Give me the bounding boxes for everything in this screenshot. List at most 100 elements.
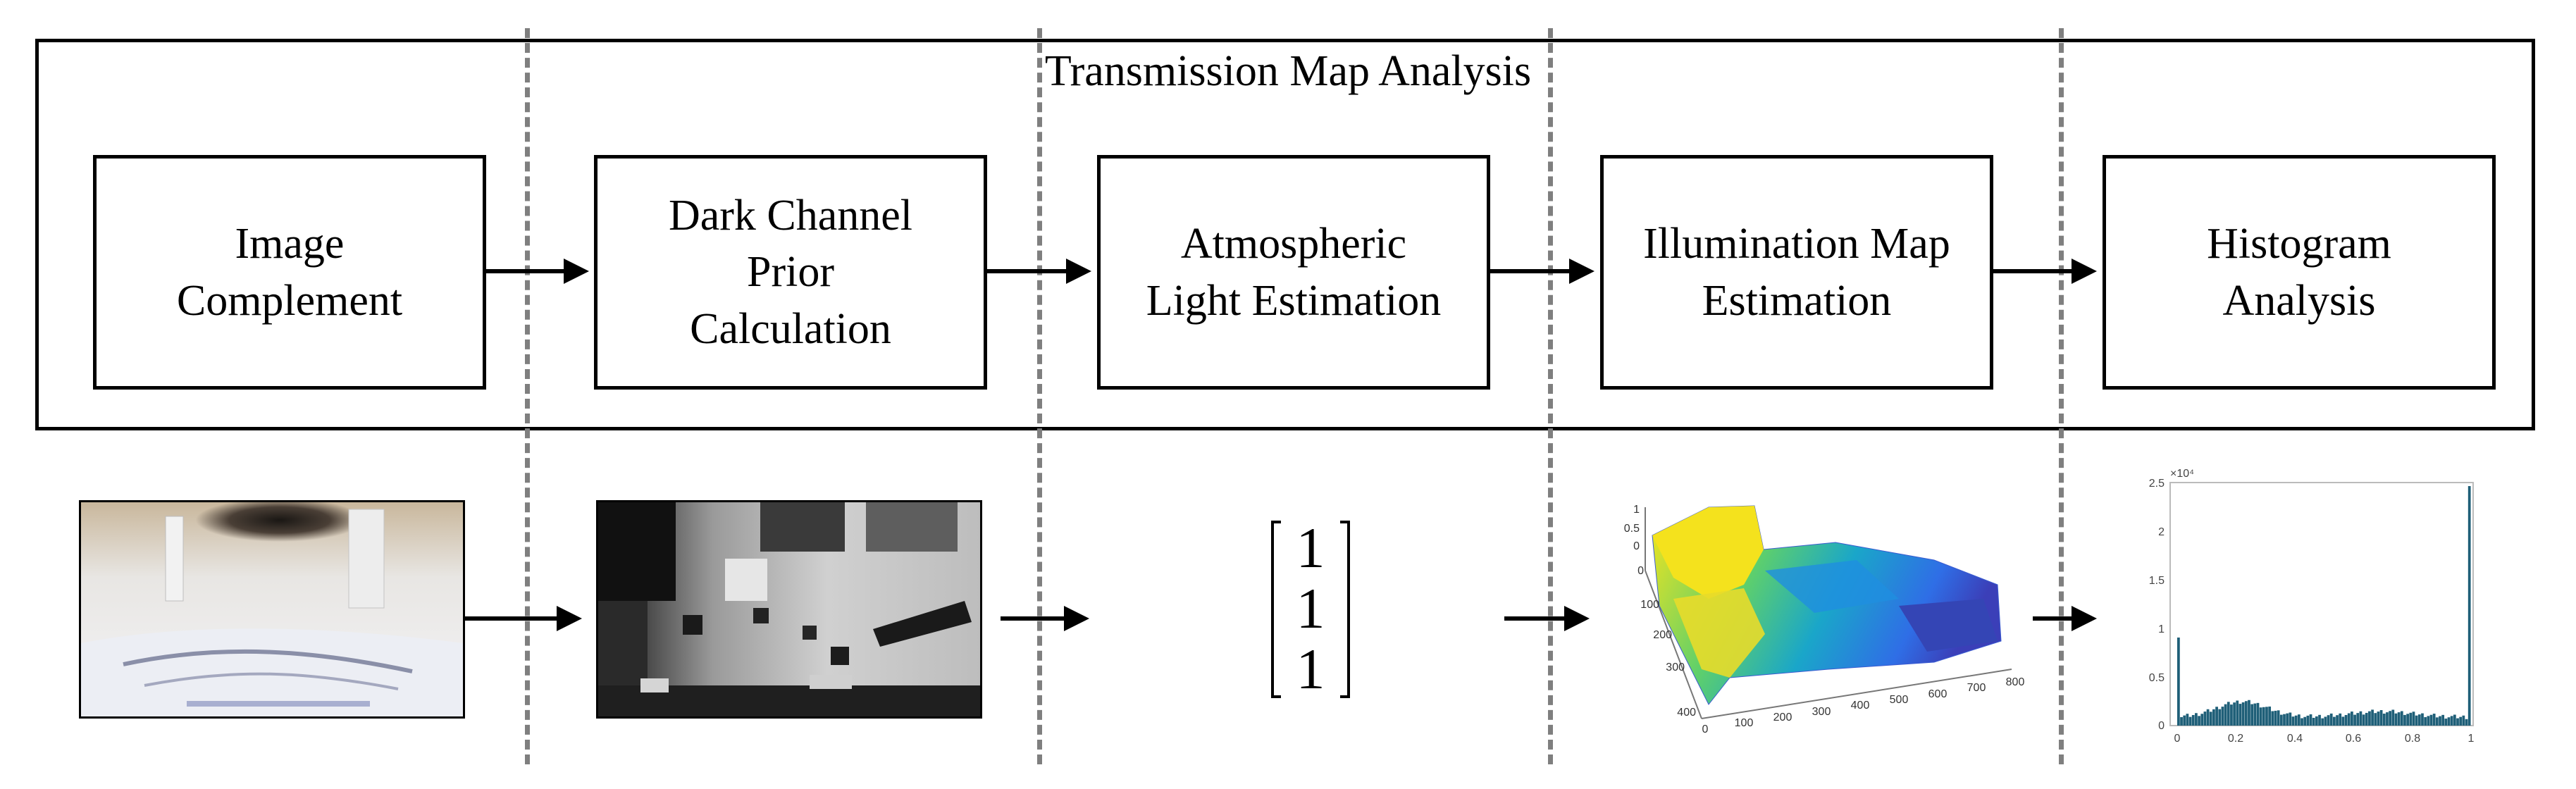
histogram-bar bbox=[2268, 706, 2272, 726]
x-tick: 0.4 bbox=[2287, 733, 2303, 745]
histogram-bar bbox=[2456, 718, 2459, 726]
histogram-bar bbox=[2424, 717, 2427, 726]
histogram-bar bbox=[2230, 704, 2233, 726]
x-tick: 700 bbox=[1967, 682, 1986, 694]
histogram-bar bbox=[2374, 713, 2377, 726]
histogram-bar bbox=[2221, 707, 2224, 726]
histogram-bar bbox=[2394, 713, 2398, 726]
histogram-bar bbox=[2382, 714, 2386, 726]
histogram-bar bbox=[2256, 702, 2260, 726]
histogram-bar bbox=[2312, 717, 2315, 726]
histogram-bar bbox=[2368, 711, 2371, 726]
x-tick: 600 bbox=[1928, 688, 1948, 700]
x-tick: 0 bbox=[2174, 733, 2181, 745]
histogram-bar bbox=[2262, 707, 2265, 726]
histogram-bar bbox=[2406, 714, 2410, 726]
histogram-bar bbox=[2351, 712, 2353, 726]
stage-divider bbox=[1037, 28, 1042, 764]
histogram-bar bbox=[2318, 714, 2321, 726]
histogram-bar bbox=[2339, 713, 2342, 726]
histogram-bar bbox=[2459, 716, 2463, 726]
histogram-bar bbox=[2303, 716, 2307, 726]
histogram-bar bbox=[2224, 704, 2227, 726]
y-tick: 300 bbox=[1666, 661, 1685, 673]
histogram-bar bbox=[2362, 714, 2365, 726]
histogram-bar bbox=[2212, 709, 2215, 726]
histogram-bar bbox=[2453, 714, 2456, 726]
y-tick: 400 bbox=[1677, 707, 1696, 719]
y-tick: 100 bbox=[1640, 599, 1659, 611]
histogram-bar bbox=[2409, 712, 2413, 726]
frame-title: Transmission Map Analysis bbox=[1044, 47, 1532, 95]
histogram-bar bbox=[2227, 702, 2230, 726]
x-tick: 500 bbox=[1890, 694, 1909, 706]
x-tick: 0.6 bbox=[2346, 733, 2361, 745]
histogram-bar bbox=[2450, 716, 2453, 726]
y-tick: 2.5 bbox=[2149, 478, 2165, 490]
histogram-bar bbox=[2188, 716, 2192, 726]
histogram-bar bbox=[2377, 712, 2380, 726]
histogram-bar bbox=[2236, 700, 2239, 726]
step-label: Dark Channel Prior Calculation bbox=[668, 191, 913, 353]
histogram-bar bbox=[2301, 718, 2303, 726]
histogram-bar bbox=[2279, 714, 2283, 726]
histogram-bar bbox=[2286, 713, 2289, 726]
histogram-bar bbox=[2462, 715, 2465, 726]
vector-entry: 1 bbox=[1296, 637, 1325, 701]
histogram-bar bbox=[2347, 713, 2351, 726]
x-tick: 200 bbox=[1773, 712, 1792, 723]
x-tick: 400 bbox=[1851, 700, 1870, 712]
complement-image-thumbnail bbox=[79, 500, 465, 719]
histogram-bar bbox=[2289, 712, 2292, 726]
y-tick: 0.5 bbox=[2149, 672, 2165, 684]
histogram-bar bbox=[2465, 719, 2468, 726]
dark-channel-image bbox=[598, 502, 980, 716]
step-label: Histogram Analysis bbox=[2207, 219, 2391, 325]
step-label: Image Complement bbox=[176, 219, 403, 325]
histogram-bar bbox=[2439, 716, 2441, 726]
histogram-bar bbox=[2324, 716, 2327, 726]
y-tick: 0 bbox=[1637, 565, 1644, 577]
y-tick: 1 bbox=[2158, 623, 2165, 635]
stage-divider bbox=[2059, 28, 2064, 764]
histogram-bar bbox=[2265, 707, 2268, 726]
x-tick: 0.8 bbox=[2405, 733, 2420, 745]
histogram-bar bbox=[2238, 704, 2242, 726]
histogram-bar bbox=[2218, 709, 2222, 726]
histogram-bar bbox=[2353, 714, 2356, 726]
histogram-bar bbox=[2427, 716, 2430, 726]
histogram-bar bbox=[2283, 714, 2286, 726]
z-tick: 0 bbox=[1633, 540, 1640, 552]
histogram-bar bbox=[2365, 712, 2368, 726]
histogram-bar bbox=[2315, 716, 2318, 726]
histogram-bar bbox=[2403, 714, 2406, 726]
histogram-bar bbox=[2203, 712, 2207, 726]
x-tick: 100 bbox=[1735, 717, 1754, 729]
histogram-bars bbox=[2177, 486, 2471, 726]
histogram-bar bbox=[2180, 716, 2183, 726]
histogram-bar bbox=[2271, 711, 2274, 726]
histogram-bar bbox=[2336, 715, 2339, 726]
y-tick: 2 bbox=[2158, 526, 2165, 538]
histogram-bar bbox=[2233, 702, 2236, 726]
histogram-bar bbox=[2415, 715, 2418, 726]
histogram-bar bbox=[2344, 714, 2348, 726]
histogram-bar bbox=[2397, 712, 2401, 726]
histogram-bar bbox=[2321, 718, 2324, 726]
atmospheric-light-vector: 1 1 1 bbox=[1268, 518, 1353, 701]
y-tick: 0 bbox=[2158, 720, 2165, 732]
x-tick: 300 bbox=[1812, 706, 1831, 718]
y-tick: 1.5 bbox=[2149, 575, 2165, 587]
histogram-bar bbox=[2417, 714, 2421, 726]
step-label: Illumination Map Estimation bbox=[1643, 219, 1950, 325]
y-exponent: ×10⁴ bbox=[2170, 468, 2194, 480]
transmission-map-frame bbox=[35, 39, 2535, 430]
vector-entries: 1 1 1 bbox=[1275, 518, 1346, 700]
histogram-bar bbox=[2198, 716, 2200, 726]
dark-channel-thumbnail bbox=[596, 500, 982, 719]
histogram-bar bbox=[2389, 711, 2391, 726]
x-tick: 1 bbox=[2468, 733, 2475, 745]
histogram-bar bbox=[2215, 707, 2218, 726]
histogram-bar bbox=[2441, 714, 2445, 726]
